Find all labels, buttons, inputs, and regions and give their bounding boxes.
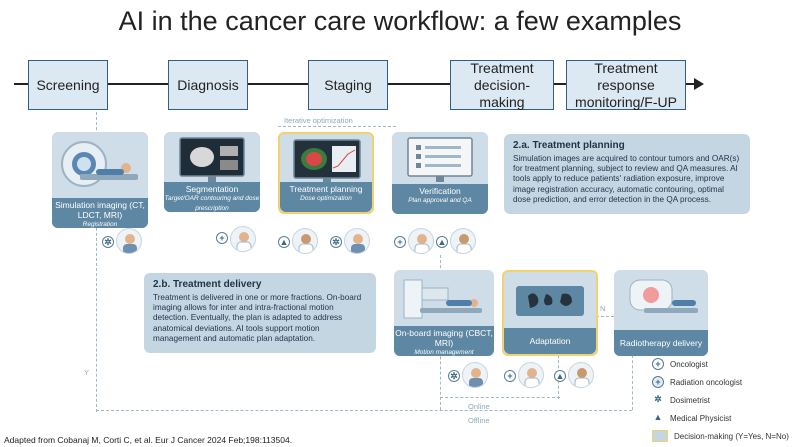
step-card-verification: Verification Plan approval and QA — [392, 132, 488, 214]
flow-line-n — [596, 316, 614, 317]
radiation-oncologist-icon: + — [652, 376, 664, 388]
onboard-subtitle: Motion management — [414, 349, 474, 356]
workflow-arrow-head — [694, 78, 704, 90]
panel-a-text: Simulation images are acquired to contou… — [513, 154, 740, 204]
verification-caption: Verification Plan approval and QA — [392, 184, 488, 214]
step-card-simulation: Simulation imaging (CT, LDCT, MRI) Regis… — [52, 132, 148, 228]
legend-item-dosimetrist: ✲ Dosimetrist — [652, 394, 798, 406]
onboard-caption: On-board imaging (CBCT, MRI) Motion mana… — [394, 326, 494, 356]
workflow-step-treatment-decision: Treatment decision-making — [450, 60, 554, 110]
flow-line-bottom — [96, 410, 632, 411]
panel-b-text: Treatment is delivered in one or more fr… — [153, 293, 362, 343]
segmentation-caption: Segmentation Target/OAR contouring and d… — [164, 182, 260, 212]
legend-item-radiation-oncologist: + Radiation oncologist — [652, 376, 798, 388]
iterative-optimization-label: Iterative optimization — [284, 116, 353, 125]
flow-line-delivery-down — [632, 355, 633, 410]
avatar — [462, 362, 488, 388]
step-card-segmentation: Segmentation Target/OAR contouring and d… — [164, 132, 260, 212]
iterative-line — [278, 126, 396, 127]
legend: + Oncologist + Radiation oncologist ✲ Do… — [652, 358, 798, 442]
flow-label-offline: Offline — [468, 416, 490, 425]
planning-title: Treatment planning — [289, 184, 363, 194]
adaptation-title: Adaptation — [529, 336, 571, 346]
panel-treatment-planning: 2.a. Treatment planning Simulation image… — [504, 134, 750, 214]
radiation-oncologist-role-icon: + — [504, 370, 516, 382]
page-title: AI in the cancer care workflow: a few ex… — [118, 6, 682, 36]
legend-item-oncologist: + Oncologist — [652, 358, 798, 370]
avatar — [230, 226, 256, 252]
workflow-step-diagnosis: Diagnosis — [168, 60, 248, 110]
avatar — [568, 362, 594, 388]
flow-line-online — [440, 397, 560, 398]
dosimetrist-role-icon: ✲ — [448, 370, 460, 382]
flow-label-y: Y — [84, 368, 90, 377]
onboard-title: On-board imaging (CBCT, MRI) — [395, 328, 493, 348]
avatar — [116, 228, 142, 254]
medical-physicist-role-icon: ▲ — [554, 370, 566, 382]
dosimetrist-icon: ✲ — [652, 394, 664, 406]
panel-b-heading: 2.b. Treatment delivery — [153, 279, 262, 290]
simulation-title: Simulation imaging (CT, LDCT, MRI) — [55, 200, 145, 220]
monitor-dose-map-icon — [293, 139, 361, 184]
avatar — [408, 228, 434, 254]
panel-treatment-delivery: 2.b. Treatment delivery Treatment is del… — [144, 273, 376, 353]
legend-label: Oncologist — [670, 359, 708, 369]
step-card-radiotherapy-delivery: Radiotherapy delivery — [614, 270, 708, 356]
verification-subtitle: Plan approval and QA — [408, 197, 472, 204]
workflow-step-screening: Screening — [28, 60, 108, 110]
medical-physicist-role-icon: ▲ — [436, 236, 448, 248]
citation: Adapted from Cobanaj M, Corti C, et al. … — [4, 435, 293, 445]
avatar — [518, 362, 544, 388]
dosimetrist-role-icon: ✲ — [102, 236, 114, 248]
simulation-subtitle: Registration — [82, 221, 118, 228]
legend-label: Decision-making (Y=Yes, N=No) — [674, 431, 789, 441]
legend-label: Dosimetrist — [670, 395, 711, 405]
flow-label-n: N — [600, 304, 606, 313]
avatar — [450, 228, 476, 254]
anatomy-shapes-icon — [516, 286, 584, 316]
delivery-title: Radiotherapy delivery — [619, 338, 703, 348]
segmentation-subtitle: Target/OAR contouring and dose prescript… — [164, 195, 260, 212]
radiation-oncologist-role-icon: + — [394, 236, 406, 248]
medical-physicist-role-icon: ▲ — [278, 236, 290, 248]
flow-line-left — [96, 112, 97, 412]
segmentation-title: Segmentation — [185, 184, 239, 194]
dosimetrist-role-icon: ✲ — [330, 236, 342, 248]
delivery-caption: Radiotherapy delivery — [614, 330, 708, 356]
decision-box-icon — [652, 430, 668, 442]
oncologist-icon: + — [652, 358, 664, 370]
legend-label: Medical Physicist — [670, 413, 732, 423]
oncologist-role-icon: + — [216, 232, 228, 244]
flow-label-online: Online — [468, 402, 490, 411]
ct-scanner-icon — [61, 141, 138, 187]
legend-item-medical-physicist: ▲ Medical Physicist — [652, 412, 798, 424]
verification-title: Verification — [419, 186, 461, 196]
step-card-adaptation: Adaptation — [502, 270, 598, 356]
avatar — [292, 228, 318, 254]
linac-machine-icon — [403, 279, 482, 319]
planning-subtitle: Dose optimization — [300, 195, 352, 202]
monitor-segmentation-icon — [179, 137, 245, 182]
radiotherapy-machine-icon — [629, 279, 698, 313]
step-card-onboard-imaging: On-board imaging (CBCT, MRI) Motion mana… — [394, 270, 494, 356]
simulation-caption: Simulation imaging (CT, LDCT, MRI) Regis… — [52, 198, 148, 228]
workflow-step-staging: Staging — [308, 60, 388, 110]
legend-label: Radiation oncologist — [670, 377, 743, 387]
legend-item-decision-making: Decision-making (Y=Yes, N=No) — [652, 430, 798, 442]
adaptation-caption: Adaptation — [504, 328, 596, 354]
monitor-checklist-icon — [407, 137, 473, 182]
workflow-step-response-monitoring: Treatment response monitoring/F-UP — [566, 60, 686, 110]
step-card-treatment-planning: Treatment planning Dose optimization — [278, 132, 374, 214]
medical-physicist-icon: ▲ — [652, 412, 664, 424]
planning-caption: Treatment planning Dose optimization — [280, 182, 372, 212]
avatar — [344, 228, 370, 254]
panel-a-heading: 2.a. Treatment planning — [513, 140, 625, 151]
